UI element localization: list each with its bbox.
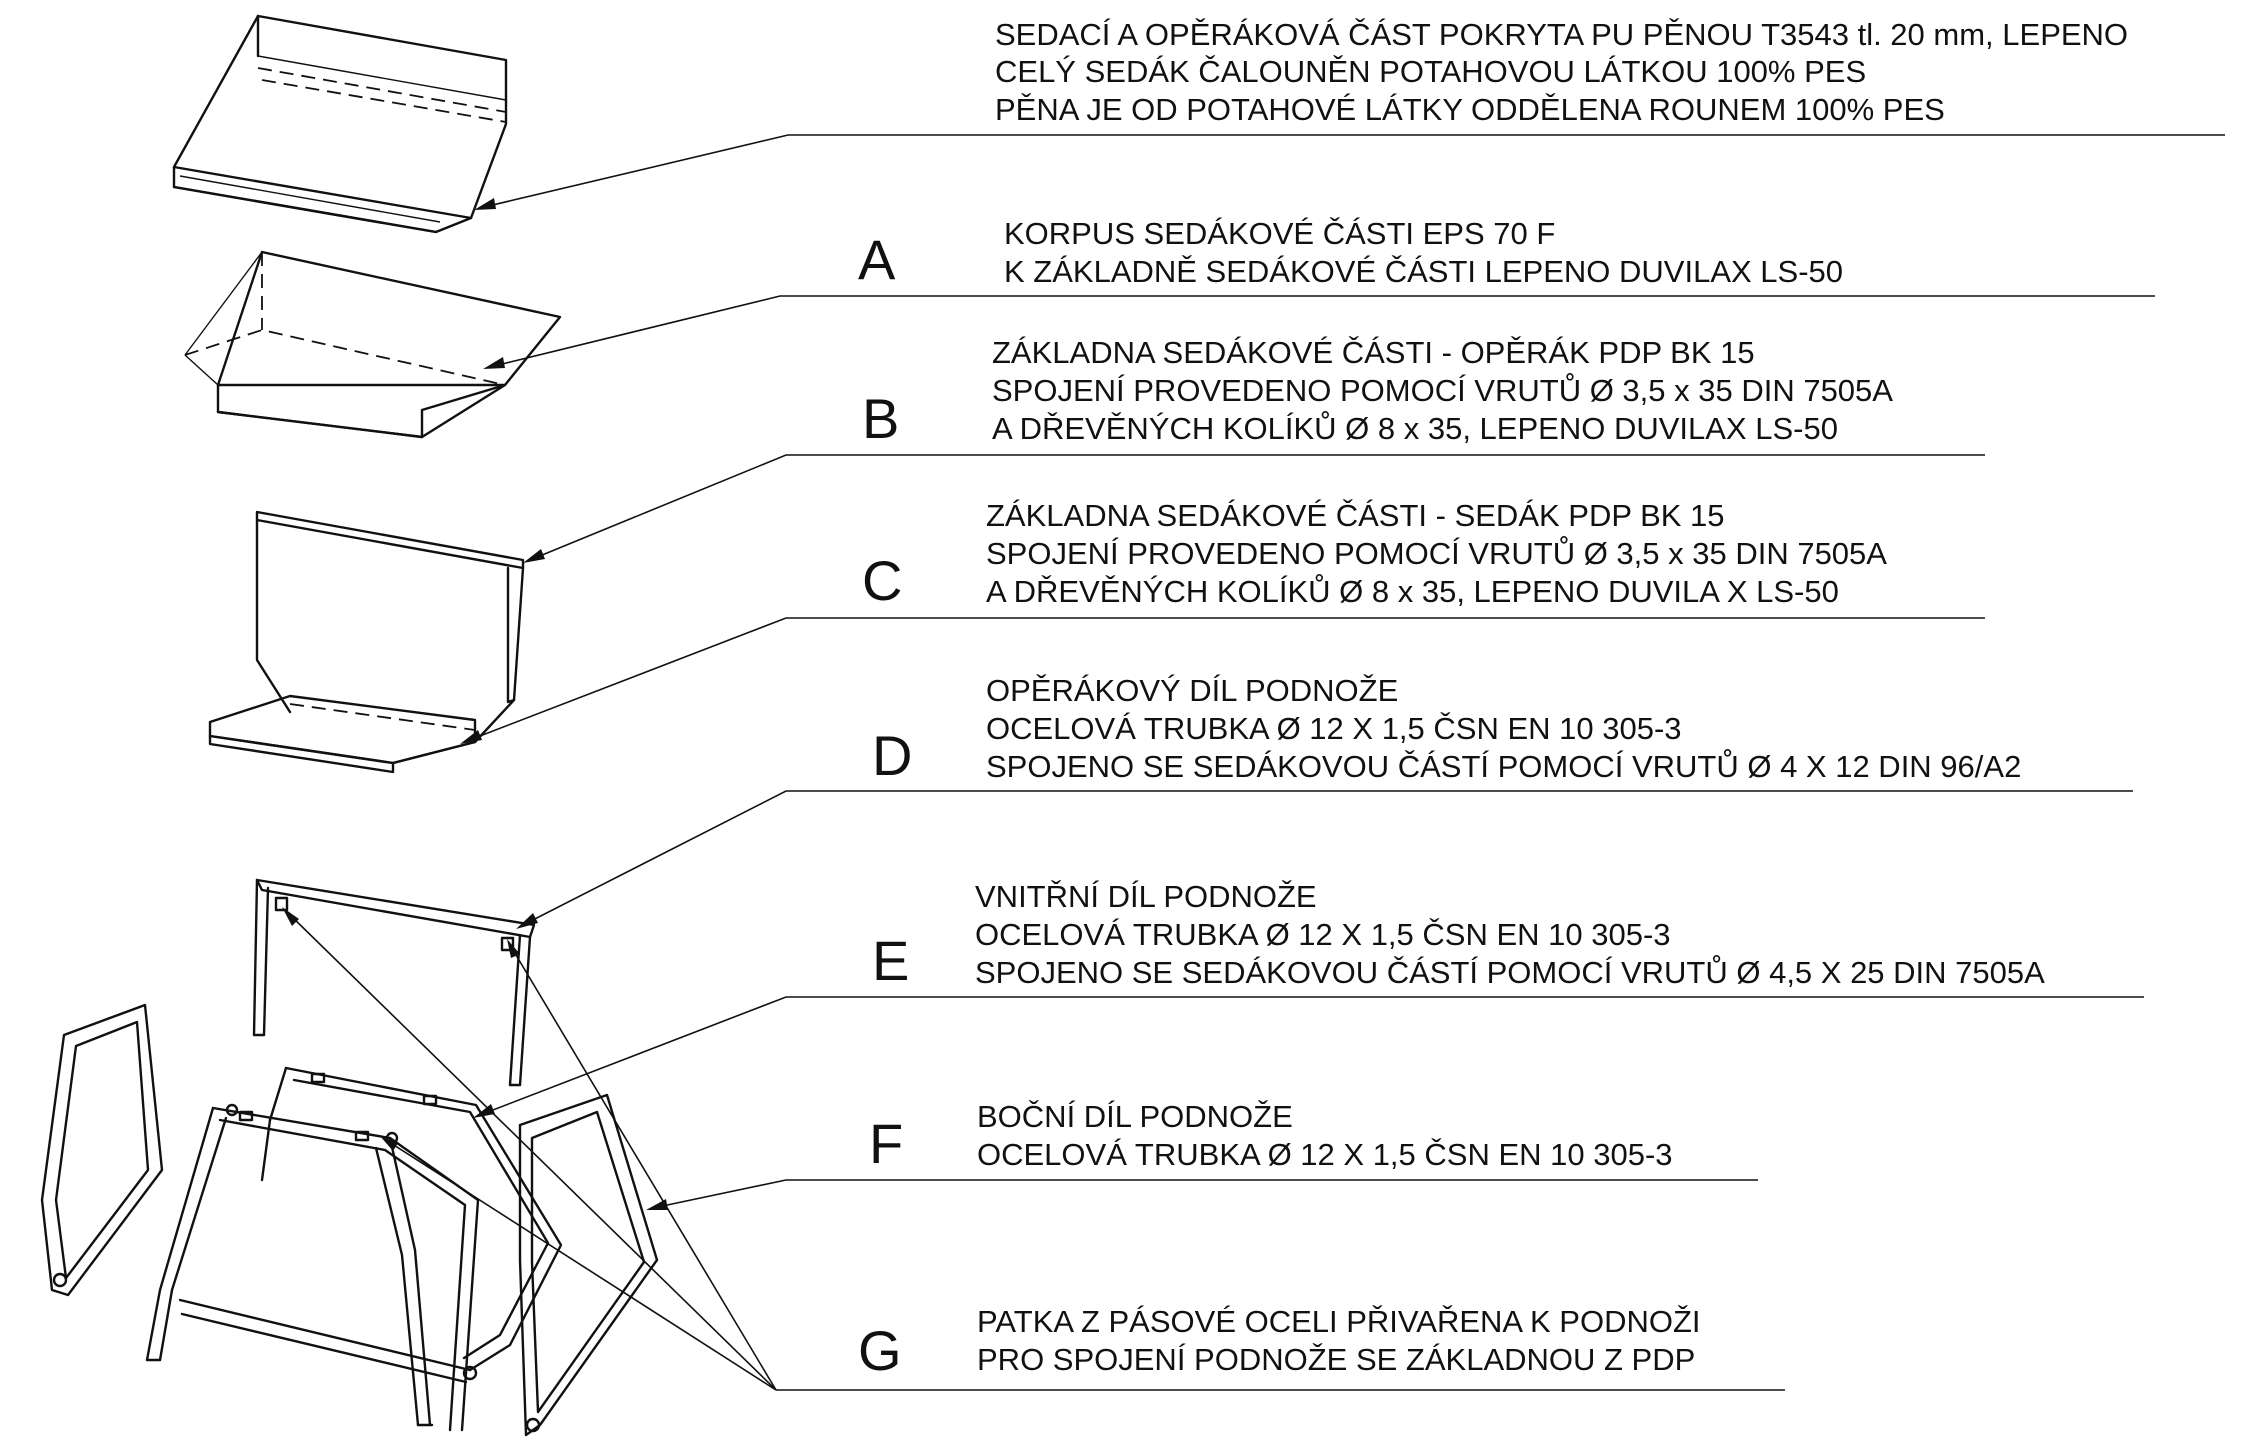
callout-top-line-1: SEDACÍ A OPĚRÁKOVÁ ČÁST POKRYTA PU PĚNOU…: [995, 17, 2128, 52]
callout-b-line-1: ZÁKLADNA SEDÁKOVÉ ČÁSTI - OPĚRÁK PDP BK …: [992, 335, 1755, 370]
callout-letter-d: D: [872, 724, 912, 787]
callout-letter-b: B: [862, 387, 899, 450]
callout-letter-e: E: [872, 929, 909, 992]
part-b-backrest-board: [255, 510, 525, 744]
callout-top-line-2: CELÝ SEDÁK ČALOUNĚN POTAHOVOU LÁTKOU 100…: [995, 54, 1866, 89]
callout-letter-f: F: [869, 1112, 903, 1175]
part-upholstery-cover: [172, 14, 508, 234]
callout-c-line-3: A DŘEVĚNÝCH KOLÍKŮ Ø 8 x 35, LEPENO DUVI…: [986, 573, 1839, 609]
callout-top-line-3: PĚNA JE OD POTAHOVÉ LÁTKY ODDĚLENA ROUNE…: [995, 92, 1945, 127]
part-f-side-frame-left: [40, 1003, 164, 1297]
callout-b-line-3: A DŘEVĚNÝCH KOLÍKŮ Ø 8 x 35, LEPENO DUVI…: [992, 410, 1838, 446]
leader-lines: [282, 134, 2225, 1391]
callout-b-line-2: SPOJENÍ PROVEDENO POMOCÍ VRUTŮ Ø 3,5 x 3…: [992, 372, 1893, 408]
callout-e-line-1: VNITŘNÍ DÍL PODNOŽE: [975, 879, 1317, 914]
callout-g-line-2: PRO SPOJENÍ PODNOŽE SE ZÁKLADNOU Z PDP: [977, 1342, 1695, 1377]
callout-c-line-1: ZÁKLADNA SEDÁKOVÉ ČÁSTI - SEDÁK PDP BK 1…: [986, 498, 1725, 533]
callout-letters: A B C D E F G: [858, 228, 912, 1382]
callout-letter-c: C: [862, 549, 902, 612]
callout-a-line-2: K ZÁKLADNĚ SEDÁKOVÉ ČÁSTI LEPENO DUVILAX…: [1004, 254, 1843, 289]
callout-d-line-2: OCELOVÁ TRUBKA Ø 12 X 1,5 ČSN EN 10 305-…: [986, 711, 1682, 746]
callout-e-line-2: OCELOVÁ TRUBKA Ø 12 X 1,5 ČSN EN 10 305-…: [975, 917, 1671, 952]
callout-e-line-3: SPOJENO SE SEDÁKOVOU ČÁSTÍ POMOCÍ VRUTŮ …: [975, 954, 2045, 990]
callout-g-line-1: PATKA Z PÁSOVÉ OCELI PŘIVAŘENA K PODNOŽI: [977, 1304, 1701, 1339]
part-a-eps-body: [184, 250, 562, 439]
callout-a-line-1: KORPUS SEDÁKOVÉ ČÁSTI EPS 70 F: [1004, 216, 1555, 251]
part-f-side-frame-right: [518, 1093, 659, 1437]
callout-f-line-1: BOČNÍ DÍL PODNOŽE: [977, 1099, 1293, 1134]
callout-letter-g: G: [858, 1319, 902, 1382]
part-d-backrest-leg-frame: [252, 878, 536, 1087]
callout-texts: SEDACÍ A OPĚRÁKOVÁ ČÁST POKRYTA PU PĚNOU…: [975, 17, 2128, 1377]
part-c-seat-board: [208, 694, 477, 774]
callout-d-line-3: SPOJENO SE SEDÁKOVOU ČÁSTÍ POMOCÍ VRUTŮ …: [986, 748, 2021, 784]
callout-d-line-1: OPĚRÁKOVÝ DÍL PODNOŽE: [986, 673, 1398, 708]
callout-f-line-2: OCELOVÁ TRUBKA Ø 12 X 1,5 ČSN EN 10 305-…: [977, 1137, 1673, 1172]
part-e-inner-leg-frame: [145, 1066, 563, 1432]
callout-c-line-2: SPOJENÍ PROVEDENO POMOCÍ VRUTŮ Ø 3,5 x 3…: [986, 535, 1887, 571]
callout-letter-a: A: [858, 228, 896, 291]
